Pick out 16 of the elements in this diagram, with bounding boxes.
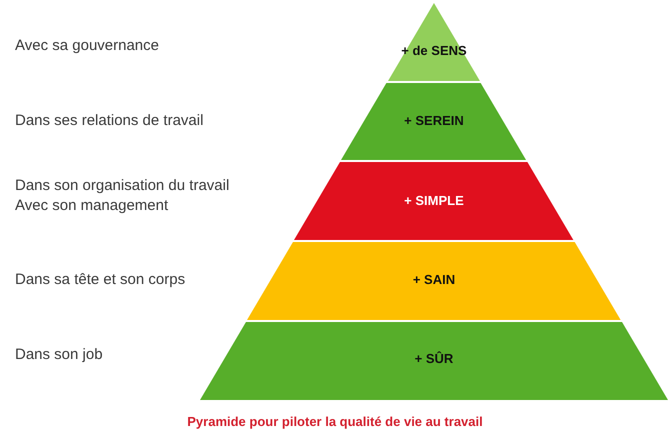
pyramid-tier <box>341 83 527 160</box>
caption: Pyramide pour piloter la qualité de vie au travail <box>187 414 483 429</box>
side-label: Avec son management <box>15 197 168 215</box>
pyramid-tier <box>200 322 668 400</box>
tier-label: + SAIN <box>412 272 456 287</box>
pyramid-tier <box>247 242 621 320</box>
pyramid-top-triangle <box>388 3 480 81</box>
tier-label: + SEREIN <box>404 113 464 128</box>
side-label: Dans ses relations de travail <box>15 112 204 130</box>
pyramid-tier <box>294 162 574 240</box>
tier-label: + SÛR <box>414 351 454 366</box>
side-label: Dans sa tête et son corps <box>15 271 186 289</box>
side-label: Avec sa gouvernance <box>15 37 159 55</box>
side-label: Dans son organisation du travail <box>15 177 230 195</box>
tier-label: + SIMPLE <box>404 193 464 208</box>
side-label: Dans son job <box>15 346 103 364</box>
